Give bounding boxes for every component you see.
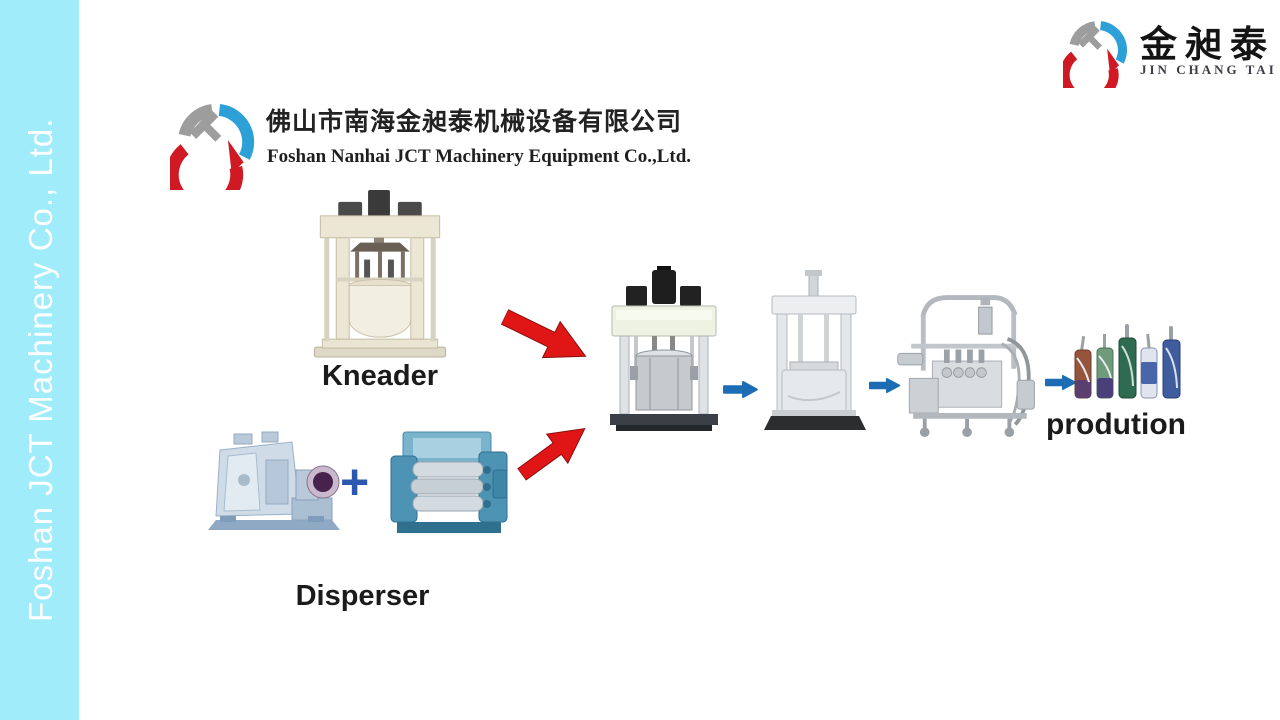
filling-machine-image [897,295,1035,438]
blue-arrow-press-to-filler [869,377,901,399]
kneader-label: Kneader [321,360,439,392]
sigma-disperser-image [208,431,340,530]
planetary-mixer-image [610,266,718,431]
kneader-image [313,189,447,358]
brand-name-chinese: 金昶泰 [1140,22,1275,66]
jct-logo-icon [1063,21,1128,88]
sidebar: Foshan JCT Machinery Co., Ltd. [0,0,79,720]
sidebar-company-name: Foshan JCT Machinery Co., Ltd. [22,117,59,622]
red-arrow-disperser-to-mixer [510,412,597,490]
production-label: prodution [1046,408,1186,441]
disperser-label: Disperser [295,580,430,612]
brand-name-english: JIN CHANG TAI [1140,62,1277,77]
sealant-cartridges-image [1074,324,1181,399]
three-roll-mill-image [390,431,508,533]
hydraulic-press-image [764,270,866,430]
blue-arrow-filler-to-product [1045,374,1077,396]
red-arrow-kneader-to-mixer [495,298,596,376]
blue-arrow-mixer-to-press [723,380,759,404]
company-name-chinese: 佛山市南海金昶泰机械设备有限公司 [266,107,683,136]
jct-logo-icon [170,104,255,190]
plus-sign: + [340,454,370,510]
company-name-english: Foshan Nanhai JCT Machinery Equipment Co… [267,146,692,167]
